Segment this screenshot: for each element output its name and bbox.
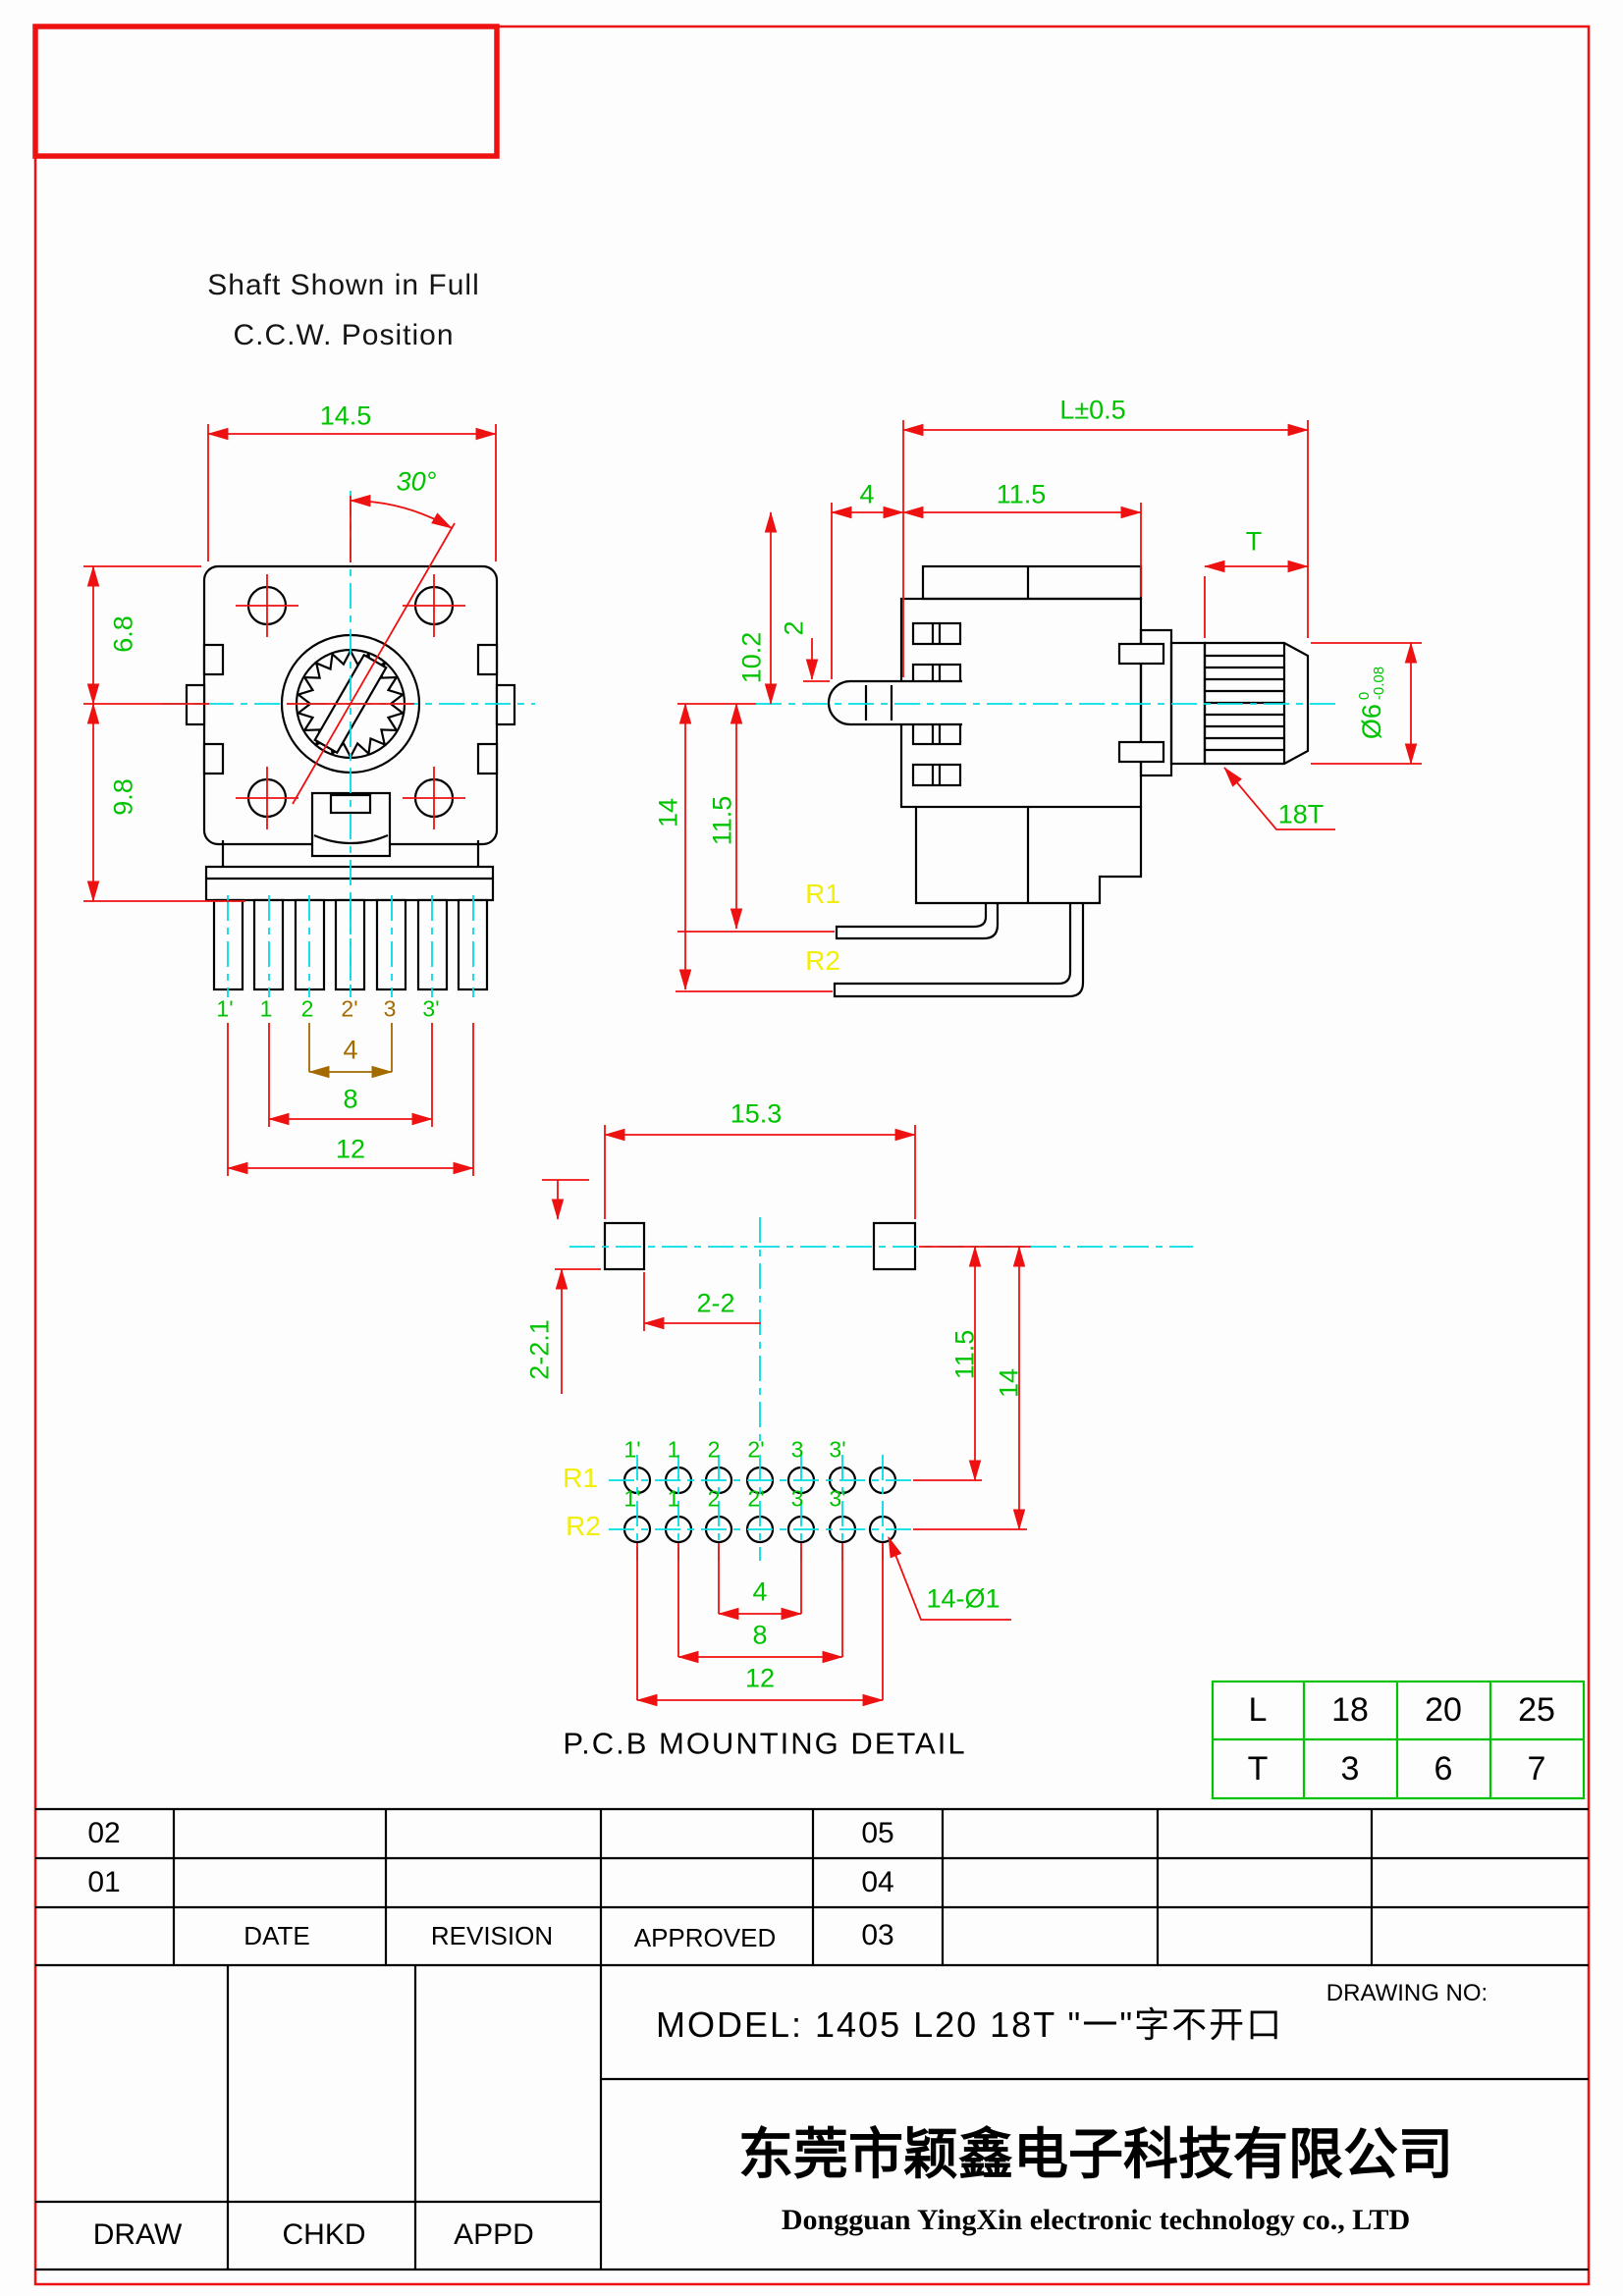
sv-dim-height: 10.2 (736, 631, 767, 684)
rev-number: 04 (861, 1866, 894, 1898)
sv-knurl-label: 18T (1277, 799, 1325, 829)
fv-dim-pitch: 4 (343, 1035, 358, 1065)
pcb-hole-label: 1' (623, 1485, 641, 1512)
fv-pin-label: 3 (383, 995, 397, 1022)
drawing-no-label: DRAWING NO: (1325, 1980, 1488, 2006)
fv-pin-label: 1' (216, 995, 234, 1022)
col-header-approved: APPROVED (633, 1923, 777, 1952)
rev-number: 03 (861, 1919, 894, 1951)
rev-number: 01 (87, 1866, 121, 1898)
sv-shaft-diameter: Ø6 0 -0.08 (1356, 666, 1387, 740)
pcb-detail-title: P.C.B MOUNTING DETAIL (563, 1726, 967, 1761)
pcb-hole-label: 3' (829, 1485, 846, 1512)
fv-dim-span8: 8 (343, 1084, 358, 1114)
sign-appd: APPD (454, 2218, 534, 2251)
pcb-label-r1: R1 (563, 1463, 598, 1493)
lt-cell: 18 (1331, 1691, 1369, 1729)
lt-cell: 7 (1527, 1750, 1546, 1788)
pcb-hole-label: 1 (667, 1436, 680, 1463)
sv-dim-lug: 2 (779, 620, 809, 636)
pitch-dimension (308, 1023, 393, 1079)
fv-dim-angle: 30° (396, 466, 437, 497)
sv-dim-t: T (1245, 526, 1263, 557)
fv-pin-label: 2 (300, 995, 314, 1022)
pcb-hole-label: 2' (747, 1436, 765, 1463)
sign-chkd: CHKD (282, 2218, 366, 2251)
lt-cell: 25 (1518, 1691, 1555, 1729)
lt-cell: T (1247, 1750, 1269, 1788)
fv-pin-label: 1 (259, 995, 273, 1022)
note-line2: C.C.W. Position (233, 319, 455, 351)
lt-table-grid (1211, 1680, 1586, 1800)
fv-pin-label: 3' (422, 995, 440, 1022)
pcb-dim-width: 15.3 (730, 1098, 783, 1129)
pcb-hole-label: 3' (829, 1436, 846, 1463)
sv-dim-front: 4 (859, 479, 875, 509)
side-view-body (827, 564, 1310, 998)
fv-dim-upper: 6.8 (108, 615, 138, 653)
sv-label-r1: R1 (805, 879, 840, 909)
note-line1: Shaft Shown in Full (207, 269, 480, 301)
title-block-grid (35, 1807, 1589, 2271)
dimension-lines (83, 420, 1422, 1707)
lt-cell: 3 (1340, 1750, 1360, 1788)
sv-dia-tol-upper: 0 (1356, 691, 1373, 701)
pcb-hole-label: 3 (790, 1436, 804, 1463)
centerlines (162, 491, 1337, 1561)
col-header-revision: REVISION (430, 1921, 554, 1950)
pcb-hole-label: 2 (707, 1436, 721, 1463)
fv-dim-span12: 12 (335, 1134, 366, 1164)
company-name-en: Dongguan YingXin electronic technology c… (781, 2204, 1411, 2236)
sv-dia-tol-lower: -0.08 (1371, 666, 1387, 701)
pcb-hole-label: 1' (623, 1436, 641, 1463)
fv-dim-width: 14.5 (319, 400, 372, 431)
pcb-hole-label: 2' (747, 1485, 765, 1512)
pcb-dim-span8: 8 (752, 1620, 768, 1650)
rev-number: 05 (861, 1817, 894, 1849)
sv-dim-row1: 11.5 (707, 795, 737, 846)
sv-label-r2: R2 (805, 945, 840, 976)
sv-dim-row2: 14 (653, 797, 683, 828)
col-header-date: DATE (243, 1921, 310, 1950)
pcb-dim-row1: 11.5 (949, 1329, 980, 1380)
pcb-hole-label: 1 (667, 1485, 680, 1512)
pcb-hole-label: 2 (707, 1485, 721, 1512)
pcb-hole-label: 3 (790, 1485, 804, 1512)
pcb-dim-span12: 12 (744, 1663, 776, 1693)
pcb-dim-slot-w: 2-2 (696, 1288, 735, 1318)
pcb-dim-slot-h: 2-2.1 (524, 1319, 555, 1380)
pcb-dim-row2: 14 (994, 1367, 1024, 1399)
model-label: MODEL: (656, 2004, 804, 2045)
fv-pin-label: 2' (341, 995, 358, 1022)
page-border (32, 24, 1591, 2286)
pcb-dim-pitch: 4 (752, 1576, 768, 1607)
lt-cell: 6 (1434, 1750, 1453, 1788)
pcb-label-r2: R2 (566, 1511, 601, 1541)
sv-dim-length: L±0.5 (1059, 395, 1126, 425)
sv-shaft-dia-value: Ø6 (1356, 704, 1386, 740)
lt-cell: L (1248, 1691, 1268, 1729)
fv-dim-lower: 9.8 (108, 778, 138, 816)
sign-draw: DRAW (92, 2218, 183, 2251)
pcb-dim-holes: 14-Ø1 (926, 1583, 1001, 1614)
company-name-cn: 东莞市颖鑫电子科技有限公司 (738, 2125, 1453, 2186)
lt-cell: 20 (1425, 1691, 1462, 1729)
sv-dim-body: 11.5 (996, 479, 1047, 509)
model-value: 1405 L20 18T "一"字不开口 (815, 2004, 1284, 2045)
rev-number: 02 (87, 1817, 121, 1849)
